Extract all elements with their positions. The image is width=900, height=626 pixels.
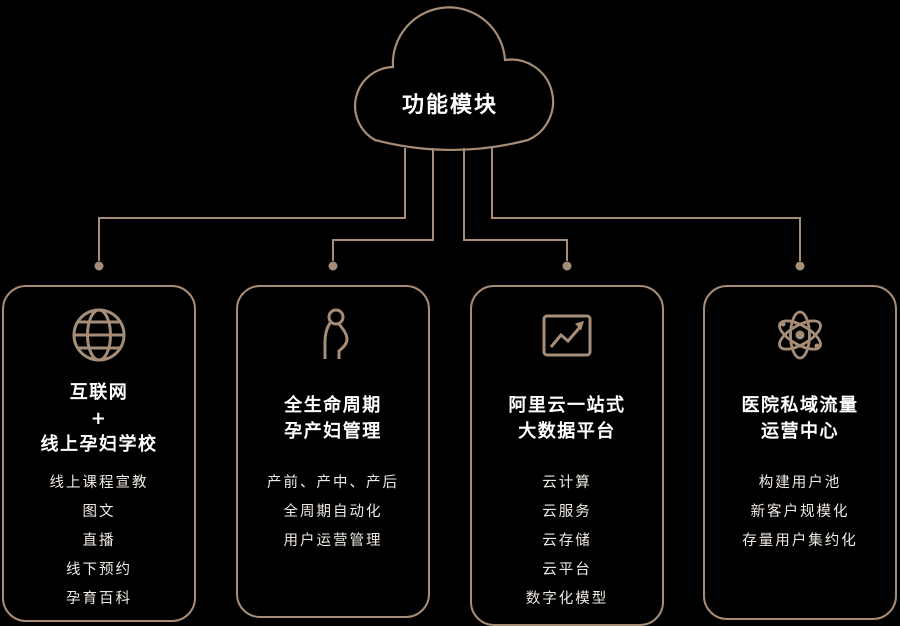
card-item: 线下预约 [66,562,132,578]
card-internet-school: 互联网 + 线上孕妇学校 线上课程宣教 图文 直播 线下预约 孕育百科 [2,285,196,622]
card-title-line: 线上孕妇学校 [40,434,158,455]
card-item: 全周期自动化 [283,504,383,520]
card-item: 孕育百科 [66,591,132,607]
card-item: 直播 [82,533,116,549]
card-title-line: 运营中心 [761,421,839,442]
card-item: 用户运营管理 [283,533,383,549]
card-items: 线上课程宣教 图文 直播 线下预约 孕育百科 [50,469,149,614]
card-item: 产前、产中、产后 [267,475,399,491]
card-items: 构建用户池 新客户规模化 存量用户集约化 [742,469,858,556]
card-aliyun-bigdata: 阿里云一站式 大数据平台 云计算 云服务 云存储 云平台 数字化模型 [470,285,664,626]
connector-dot [94,261,104,271]
globe-icon [69,305,129,365]
card-item: 云平台 [542,562,592,578]
connector-dot [795,261,805,271]
card-item: 线上课程宣教 [49,475,149,491]
connector-line-1 [98,148,406,261]
card-items: 云计算 云服务 云存储 云平台 数字化模型 [526,469,609,614]
card-item: 云服务 [542,504,592,520]
card-item: 数字化模型 [525,591,609,607]
card-title-line: + [90,408,108,429]
card-hospital-private-traffic: 医院私域流量 运营中心 构建用户池 新客户规模化 存量用户集约化 [703,285,897,620]
card-title-line: 全生命周期 [284,395,382,416]
card-item: 云存储 [542,533,592,549]
card-item: 图文 [82,504,116,520]
atom-icon [770,305,830,365]
card-title-line: 孕产妇管理 [284,421,382,442]
card-title-line: 大数据平台 [518,421,616,442]
card-item: 新客户规模化 [750,504,850,520]
card-title: 互联网 + 线上孕妇学校 [41,379,158,459]
pregnant-woman-icon [303,305,363,365]
line-chart-icon [537,305,597,365]
card-title: 医院私域流量 运营中心 [742,379,859,459]
connector-line-2 [332,148,434,261]
card-item: 构建用户池 [758,475,842,491]
cloud-shape [353,6,555,151]
card-title: 阿里云一站式 大数据平台 [509,379,626,459]
connector-dot [562,261,572,271]
connector-dot [328,261,338,271]
connector-line-3 [463,148,568,261]
card-item: 存量用户集约化 [742,533,858,549]
card-lifecycle-management: 全生命周期 孕产妇管理 产前、产中、产后 全周期自动化 用户运营管理 [236,285,430,618]
card-title: 全生命周期 孕产妇管理 [284,379,382,459]
card-items: 产前、产中、产后 全周期自动化 用户运营管理 [267,469,399,556]
connector-line-4 [491,148,801,261]
card-title-line: 医院私域流量 [741,395,859,416]
card-item: 云计算 [542,475,592,491]
card-title-line: 互联网 [69,382,129,403]
cloud-label: 功能模块 [401,93,498,118]
card-title-line: 阿里云一站式 [508,395,626,416]
